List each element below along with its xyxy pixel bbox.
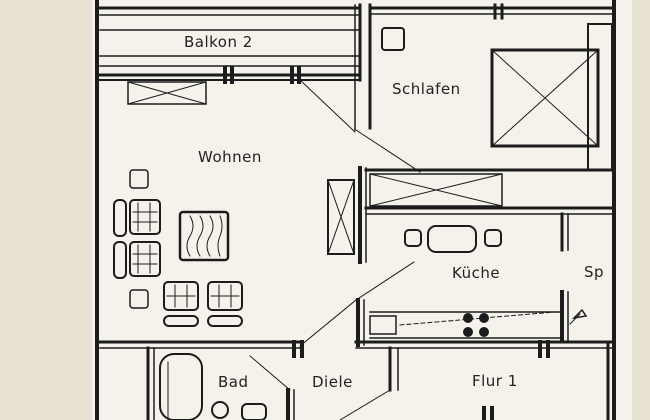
armchair	[207, 281, 243, 311]
armchair	[129, 241, 161, 277]
room-label-bath: Bad	[218, 373, 249, 391]
sink	[369, 315, 397, 335]
washbasin	[241, 403, 267, 420]
stove-burner	[463, 327, 473, 337]
kitchen-table	[427, 225, 477, 253]
bed	[490, 48, 600, 148]
kitchen-chair	[404, 229, 422, 247]
toilet	[211, 401, 229, 419]
room-label-balcony: Balkon 2	[184, 33, 253, 51]
nightstand	[381, 27, 405, 51]
room-label-living: Wohnen	[198, 148, 262, 166]
armchair	[163, 281, 199, 311]
room-label-storage: Sp	[584, 263, 604, 281]
side-table	[129, 169, 149, 189]
room-label-bedroom: Schlafen	[392, 80, 461, 98]
room-label-corridor: Flur 1	[472, 372, 518, 390]
side-table	[129, 289, 149, 309]
plan-lines	[95, 0, 616, 420]
stove-burner	[463, 313, 473, 323]
bathtub	[159, 353, 203, 420]
room-label-kitchen: Küche	[452, 264, 500, 282]
dresser	[369, 173, 503, 207]
kitchen-chair	[484, 229, 502, 247]
room-label-hall: Diele	[312, 373, 353, 391]
window-living	[127, 81, 207, 105]
stove-burner	[479, 313, 489, 323]
armchair	[129, 199, 161, 235]
coffee-table	[178, 210, 230, 262]
stove-burner	[479, 327, 489, 337]
living-cabinet	[327, 179, 355, 255]
